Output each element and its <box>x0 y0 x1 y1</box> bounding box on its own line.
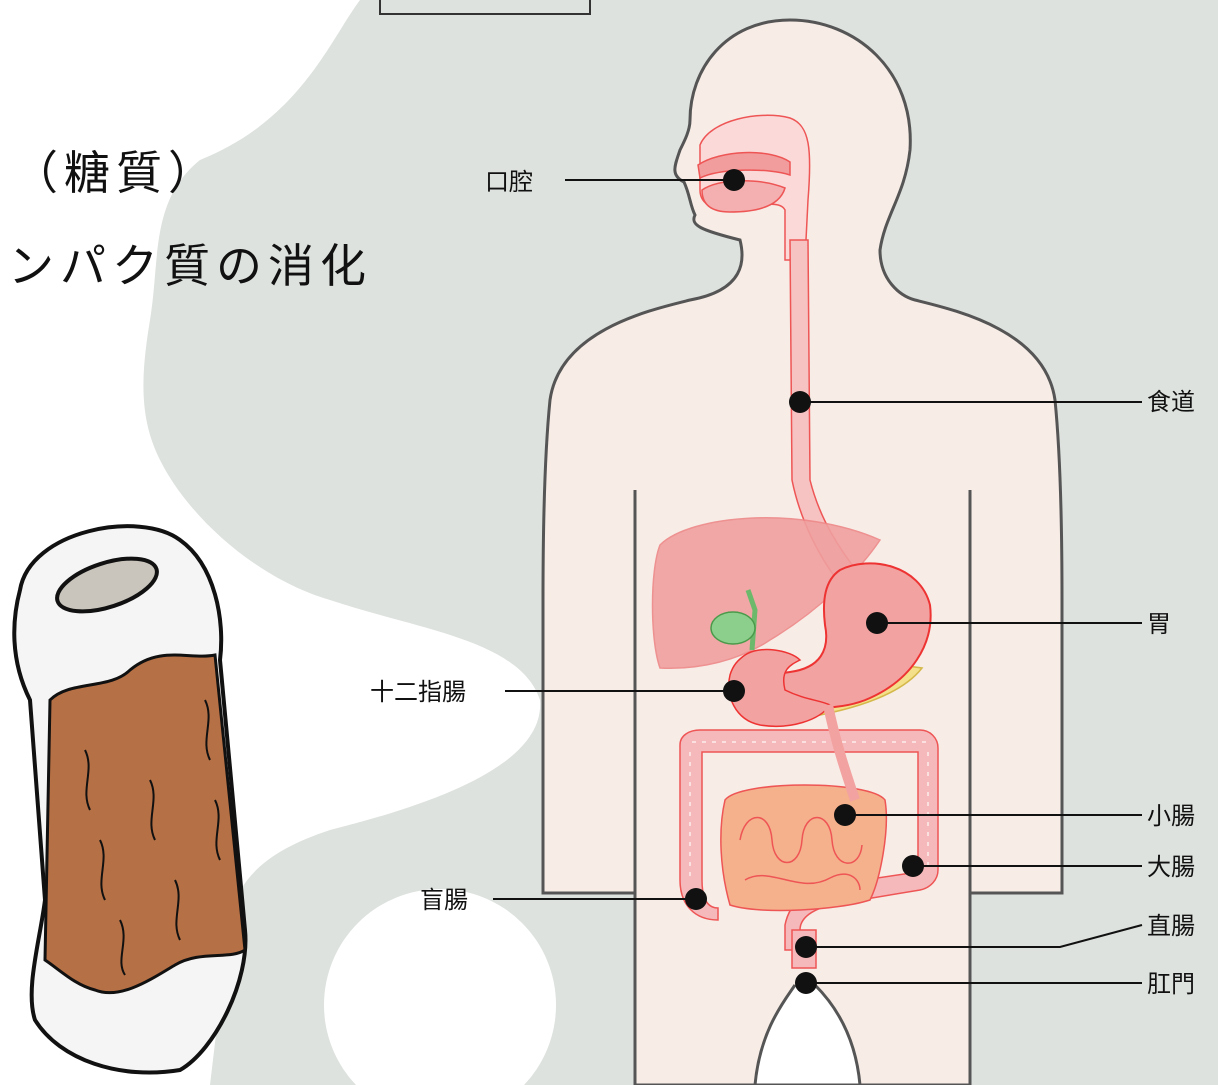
label-stomach: 胃 <box>1147 610 1171 638</box>
duodenum-marker <box>723 680 745 702</box>
background-circle <box>324 889 556 1085</box>
cecum-marker <box>685 888 707 910</box>
label-duodenum: 十二指腸 <box>370 678 466 706</box>
rectum-marker <box>795 936 817 958</box>
small-intestine-marker <box>834 804 856 826</box>
label-anus: 肛門 <box>1147 970 1195 998</box>
heading-line-3: ） <box>0 340 30 386</box>
top-frame <box>380 0 590 14</box>
label-small-intestine: 小腸 <box>1147 802 1195 830</box>
heading-line-1: （糖質） <box>12 150 220 196</box>
label-cecum: 盲腸 <box>420 886 468 914</box>
label-large-intestine: 大腸 <box>1147 853 1195 881</box>
label-esophagus: 食道 <box>1147 388 1195 416</box>
esophagus-marker <box>789 391 811 413</box>
large-intestine-marker <box>902 855 924 877</box>
heading-line-2: ンパク質の消化 <box>8 243 372 289</box>
gallbladder <box>711 612 755 644</box>
intestine-cylinder-illustration <box>14 526 245 1072</box>
anus-marker <box>795 972 817 994</box>
stomach-marker <box>866 612 888 634</box>
mouth-marker <box>723 169 745 191</box>
label-mouth: 口腔 <box>485 168 533 196</box>
label-rectum: 直腸 <box>1147 912 1195 940</box>
